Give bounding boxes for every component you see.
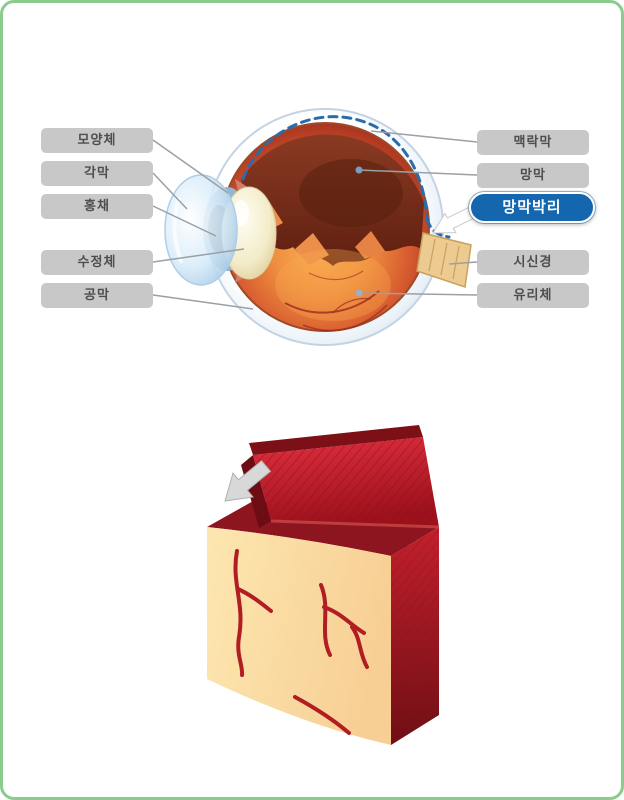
line-iris: [152, 205, 217, 237]
label-ciliary-body: 모양체: [41, 128, 153, 153]
connector-lines: [152, 130, 478, 310]
eye-cross-section-illustration: [164, 108, 472, 346]
line-vitreous: [358, 292, 478, 296]
line-cornea: [152, 172, 188, 210]
label-sclera: 공막: [41, 283, 153, 308]
label-retina: 망막: [477, 163, 589, 188]
cornea-highlight: [172, 197, 183, 263]
flap-thickness-edge: [249, 425, 423, 455]
closeup-vessels: [233, 549, 369, 735]
label-vitreous: 유리체: [477, 283, 589, 308]
line-ciliary-body: [152, 139, 229, 194]
line-sclera: [152, 294, 254, 310]
flap-fold-highlight: [270, 519, 440, 529]
retinal-vessels: [284, 270, 388, 332]
retina-point-dot: [355, 166, 363, 174]
retinal-detachment-closeup: [207, 425, 440, 745]
label-optic-nerve: 시신경: [477, 250, 589, 275]
flap-texture: [253, 437, 439, 527]
line-retina: [358, 169, 478, 176]
line-lens: [152, 248, 245, 263]
peel-arrow-icon: [224, 460, 272, 502]
eye-anatomy-scene: [152, 108, 478, 745]
line-choroid: [370, 130, 478, 143]
label-choroid: 맥락막: [477, 130, 589, 155]
label-cornea: 각막: [41, 161, 153, 186]
retina-tear-flap: [295, 233, 329, 265]
line-optic-nerve: [448, 261, 478, 265]
slab-front-face: [207, 527, 391, 745]
label-iris: 홍채: [41, 194, 153, 219]
vitreous-point-dot: [355, 289, 363, 297]
optic-nerve-shape: [416, 232, 472, 288]
slab-side-texture: [391, 527, 439, 745]
fundus-glow: [275, 249, 391, 321]
label-retinal-detachment: 망막박리: [469, 192, 595, 223]
detachment-shadow: [299, 159, 403, 227]
label-lens: 수정체: [41, 250, 153, 275]
retina-tear-flap: [355, 231, 385, 259]
